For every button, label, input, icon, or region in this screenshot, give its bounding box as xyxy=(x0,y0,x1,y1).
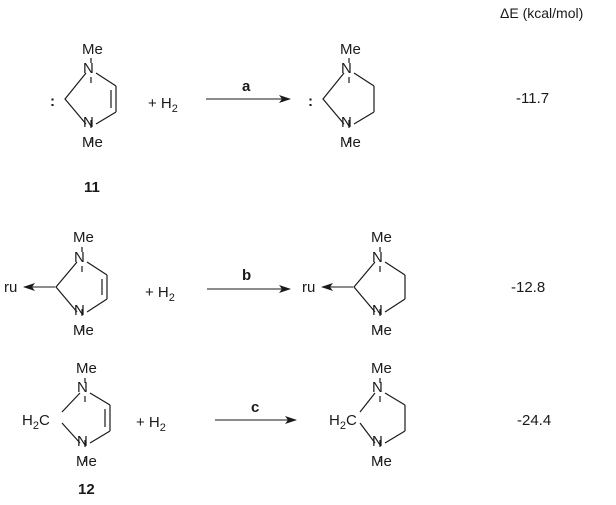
ring-bonds xyxy=(353,247,406,331)
nitrogen-label: N xyxy=(83,60,94,77)
ring-bonds xyxy=(359,378,406,462)
reaction-row-a: Me N N Me : + H2 a Me N N Me : -11.7 11 xyxy=(50,41,549,196)
nitrogen-label: N xyxy=(77,433,88,450)
plus-hydrogen-reagent: + H2 xyxy=(136,414,166,434)
methyl-label: Me xyxy=(82,134,103,151)
methylene-label: H2C xyxy=(329,412,357,432)
nitrogen-label: N xyxy=(341,60,352,77)
metal-label: ru xyxy=(302,279,315,296)
ring-bonds xyxy=(322,58,375,143)
methyl-label: Me xyxy=(371,322,392,339)
methyl-label: Me xyxy=(73,229,94,246)
methyl-label: Me xyxy=(340,41,361,58)
compound-number-11: 11 xyxy=(84,179,100,196)
product-carbene-saturated: Me N N Me : xyxy=(308,41,375,151)
plus-hydrogen-reagent: + H2 xyxy=(145,284,175,304)
nitrogen-label: N xyxy=(341,114,352,131)
energy-value-c: -24.4 xyxy=(517,412,551,429)
nitrogen-label: N xyxy=(372,302,383,319)
methyl-label: Me xyxy=(340,134,361,151)
nitrogen-label: N xyxy=(372,433,383,450)
methylene-label: H2C xyxy=(22,412,50,432)
methyl-label: Me xyxy=(371,229,392,246)
nitrogen-label: N xyxy=(83,114,94,131)
nitrogen-label: N xyxy=(372,249,383,266)
nitrogen-label: N xyxy=(74,302,85,319)
ring-bonds xyxy=(64,58,117,143)
methyl-label: Me xyxy=(76,453,97,470)
ring-bonds xyxy=(55,247,108,331)
lone-pair: : xyxy=(50,93,55,110)
methyl-label: Me xyxy=(371,360,392,377)
reactant-methylene-unsaturated: Me N N Me H2C xyxy=(22,360,111,470)
energy-value-a: -11.7 xyxy=(516,90,549,107)
nitrogen-label: N xyxy=(77,379,88,396)
product-ru-carbene-saturated: Me N N Me ru xyxy=(302,229,406,339)
product-methylene-saturated: Me N N Me H2C xyxy=(329,360,406,470)
nitrogen-label: N xyxy=(74,249,85,266)
methyl-label: Me xyxy=(371,453,392,470)
metal-label: ru xyxy=(4,279,17,296)
compound-number-12: 12 xyxy=(78,481,95,498)
energy-column-header: ΔE (kcal/mol) xyxy=(500,5,583,21)
methyl-label: Me xyxy=(76,360,97,377)
reaction-row-b: Me N N Me ru + H2 b Me N N Me ru -12.8 xyxy=(4,229,545,339)
reactant-ru-carbene-unsaturated: Me N N Me ru xyxy=(4,229,108,339)
methyl-label: Me xyxy=(73,322,94,339)
lone-pair: : xyxy=(308,93,313,110)
nitrogen-label: N xyxy=(372,379,383,396)
ring-bonds xyxy=(61,378,111,462)
step-label-c: c xyxy=(251,399,259,416)
reactant-carbene-unsaturated: Me N N Me : xyxy=(50,41,117,151)
step-label-b: b xyxy=(242,267,251,284)
reaction-row-c: Me N N Me H2C + H2 c Me N N Me H2C -24.4… xyxy=(22,360,551,498)
energy-value-b: -12.8 xyxy=(511,279,545,296)
step-label-a: a xyxy=(242,78,251,95)
plus-hydrogen-reagent: + H2 xyxy=(148,95,178,115)
methyl-label: Me xyxy=(82,41,103,58)
